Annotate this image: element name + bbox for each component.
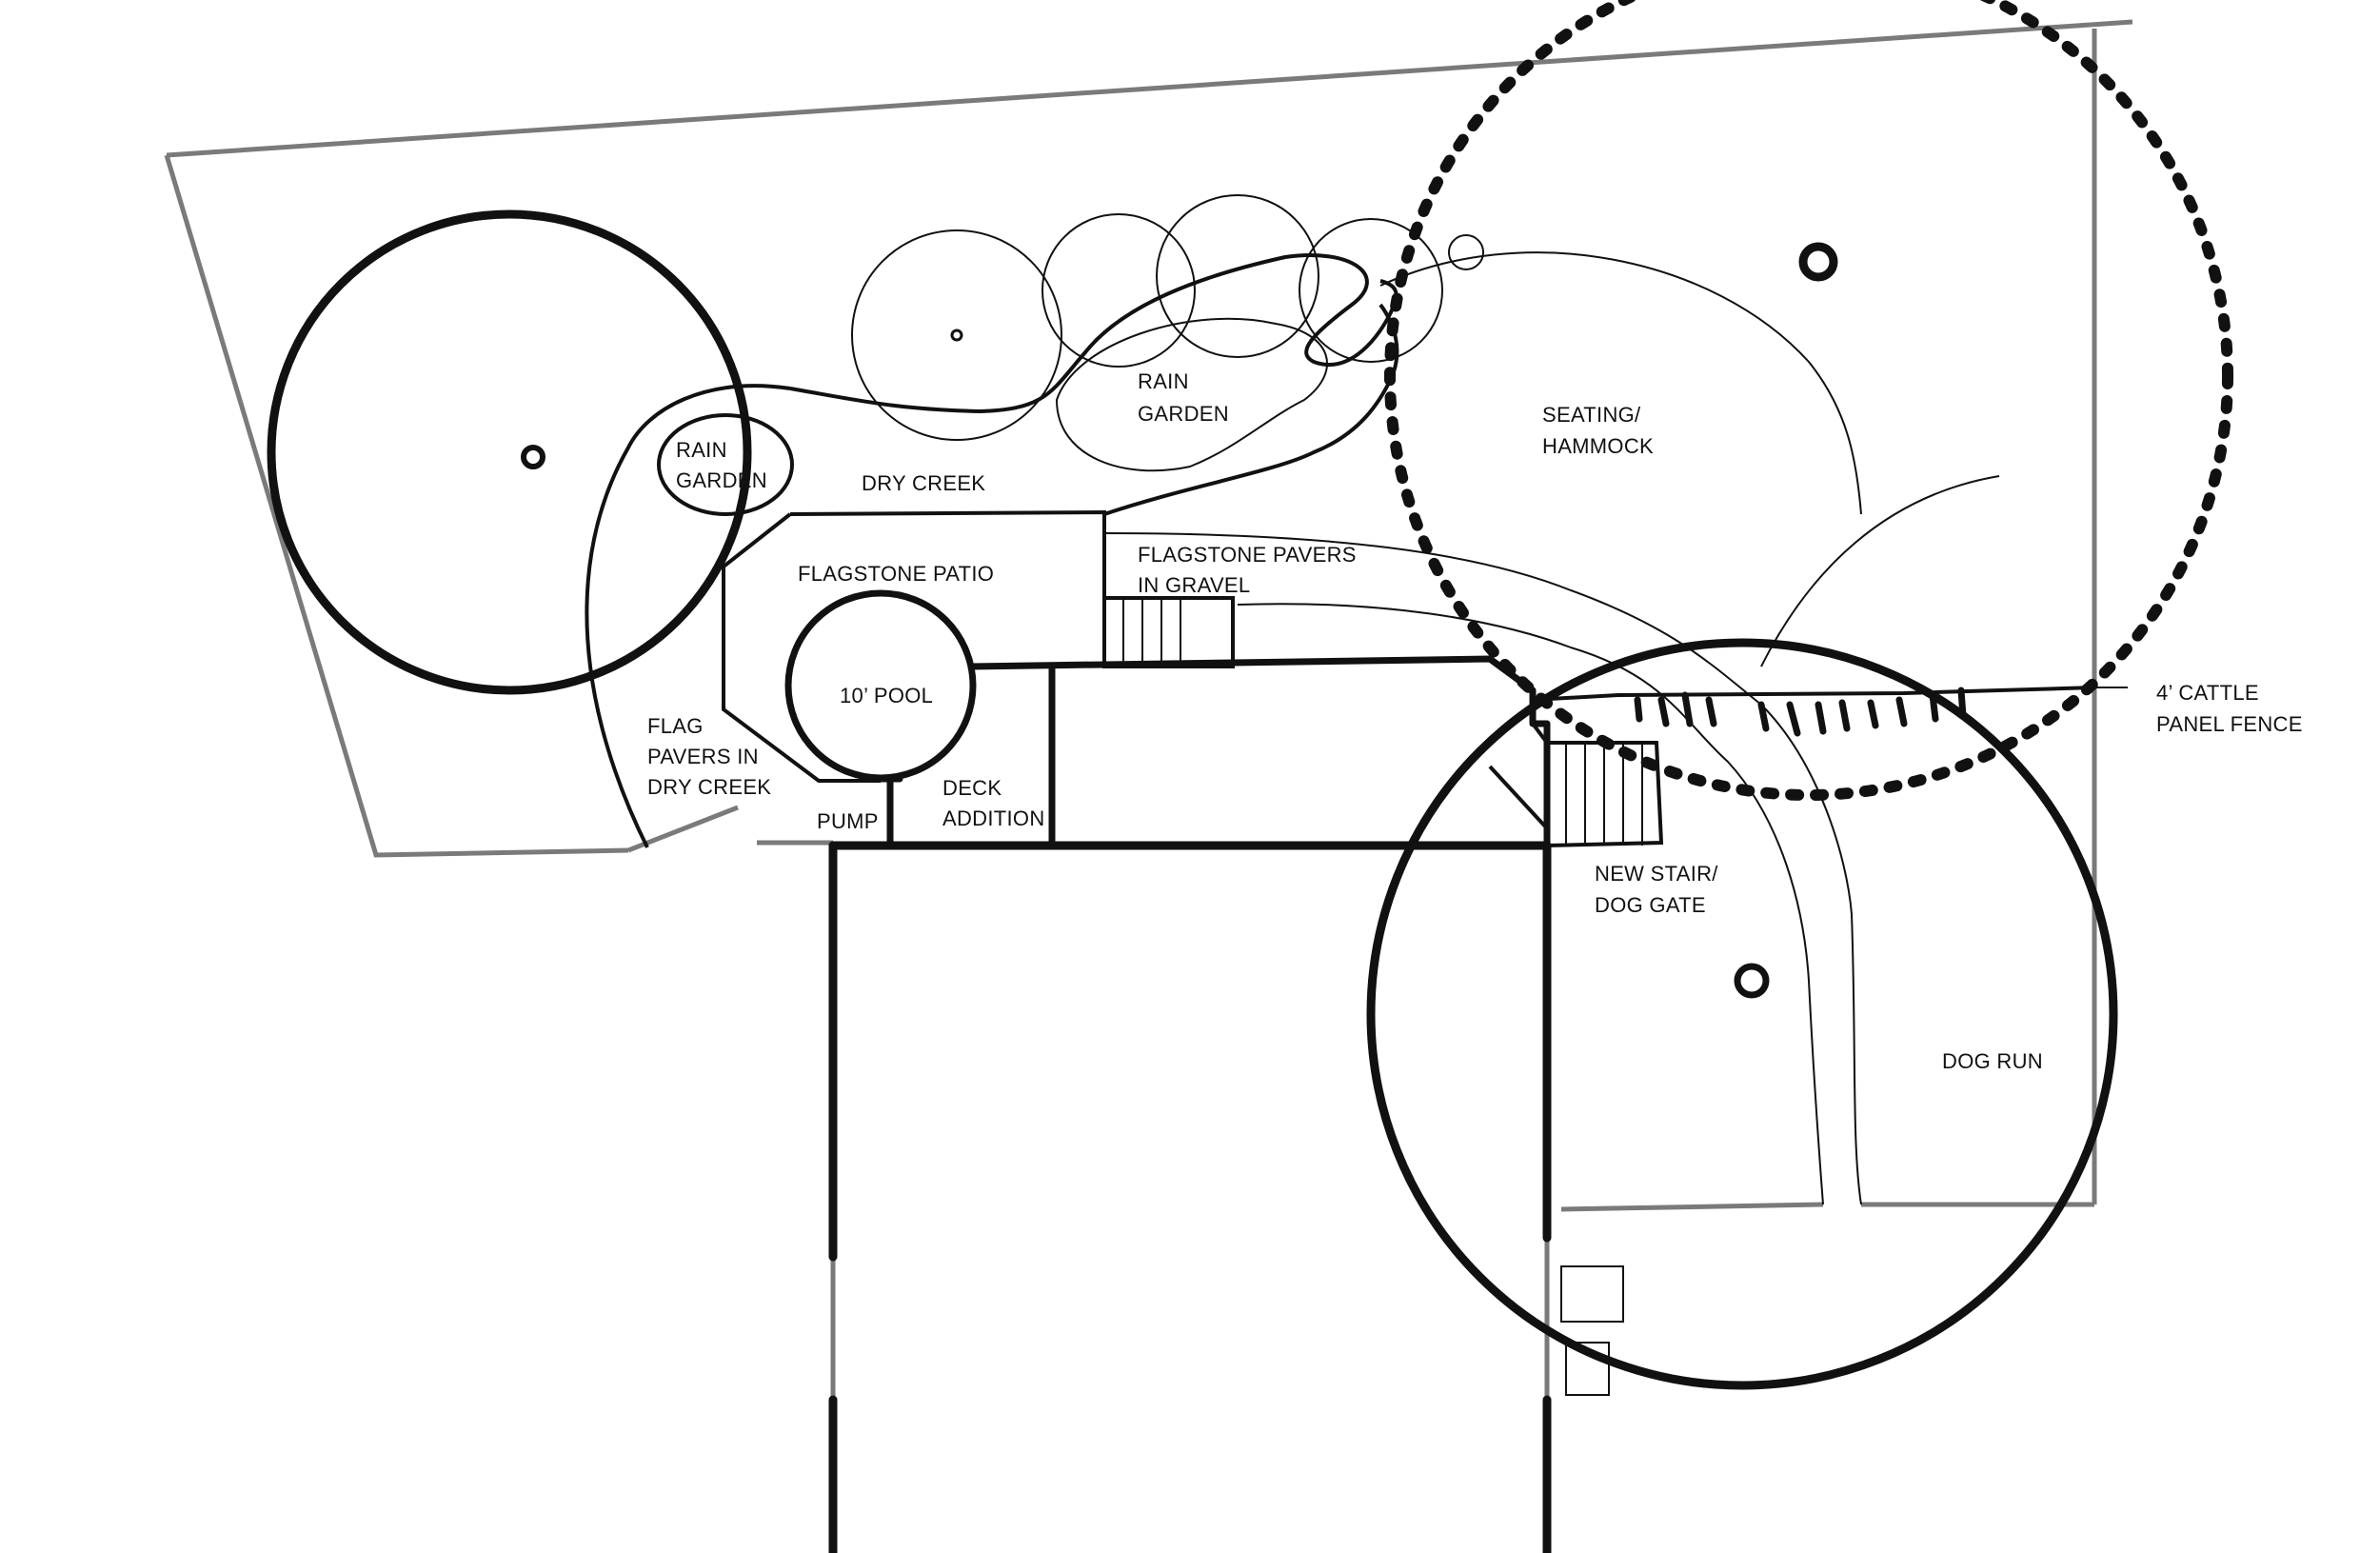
- rain-garden-left: [657, 413, 794, 516]
- new-stair: [1488, 722, 1664, 847]
- pool-circle: [784, 589, 977, 782]
- dry-creek: [585, 253, 1399, 848]
- flag-pavers-label-1: FLAG: [647, 714, 704, 738]
- stair-label-1: NEW STAIR/: [1595, 862, 1718, 886]
- tree-top-right: [1384, 0, 2233, 801]
- seating-label-1: SEATING/: [1542, 403, 1641, 427]
- shrub-cluster: [851, 194, 1484, 441]
- seating-label-2: HAMMOCK: [1542, 434, 1654, 458]
- tree-left: [267, 209, 752, 695]
- flagstone-patio-label: FLAGSTONE PATIO: [798, 562, 994, 586]
- flagstone-patio: [722, 509, 1106, 783]
- fence-label-2: PANEL FENCE: [2156, 712, 2303, 736]
- tree-right: [1366, 638, 2118, 1390]
- pool-label: 10’ POOL: [840, 684, 933, 707]
- stair-label-2: DOG GATE: [1595, 893, 1706, 917]
- flagstone-pavers-label-1: FLAGSTONE PAVERS: [1138, 543, 1357, 567]
- property-boundary: [164, 19, 2133, 1553]
- rain-garden-right: [1055, 317, 1328, 472]
- rain-garden-right-label-1: RAIN: [1138, 369, 1189, 393]
- flag-pavers-label-3: DRY CREEK: [647, 775, 771, 799]
- labels: RAIN GARDEN RAIN GARDEN DRY CREEK FLAGST…: [647, 369, 2303, 1073]
- pump-label: PUMP: [817, 809, 879, 833]
- shed-box-upper: [1560, 1265, 1624, 1323]
- shed-box-lower: [1565, 1342, 1610, 1396]
- deck-label-1: DECK: [942, 776, 1002, 800]
- rain-garden-right-label-2: GARDEN: [1138, 402, 1229, 426]
- dry-creek-label: DRY CREEK: [862, 471, 985, 495]
- flagstone-pavers-label-2: IN GRAVEL: [1138, 573, 1250, 597]
- deck-label-2: ADDITION: [942, 806, 1045, 830]
- patio-steps: [1102, 596, 1235, 668]
- rain-garden-left-label-2: GARDEN: [676, 468, 767, 492]
- rain-garden-left-label-1: RAIN: [676, 438, 727, 462]
- flag-pavers-label-2: PAVERS IN: [647, 745, 759, 768]
- dog-run-label: DOG RUN: [1942, 1049, 2043, 1073]
- house-outline: [828, 841, 1552, 1553]
- seating-area: [1379, 251, 2000, 667]
- cattle-panel-fence: [1532, 686, 2128, 737]
- fence-label-1: 4’ CATTLE: [2156, 681, 2259, 705]
